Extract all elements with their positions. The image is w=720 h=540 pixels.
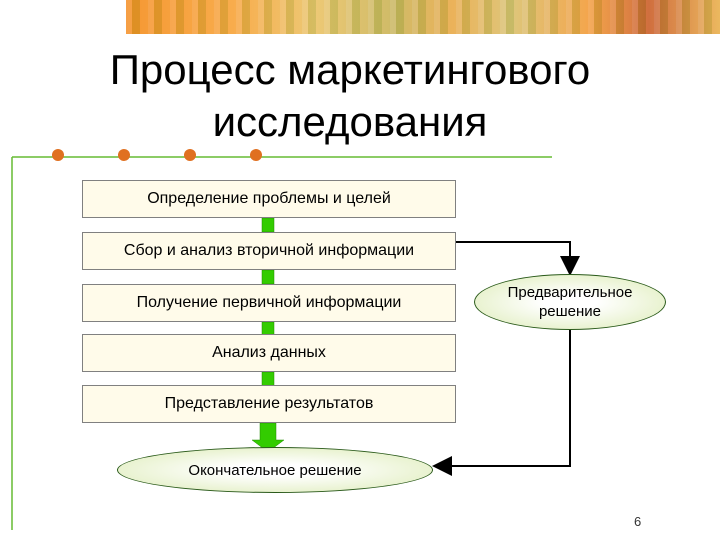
step-connector bbox=[261, 371, 275, 387]
decorative-dot bbox=[184, 149, 196, 161]
step-box-3: Получение первичной информации bbox=[82, 284, 456, 322]
page-number: 6 bbox=[634, 514, 642, 529]
title-line-1: Процесс маркетингового bbox=[109, 46, 591, 93]
decorative-dot bbox=[52, 149, 64, 161]
step-label: Получение первичной информации bbox=[136, 294, 402, 311]
step-label: Анализ данных bbox=[212, 344, 326, 361]
final-arrow bbox=[251, 422, 285, 453]
step-box-1: Определение проблемы и целей bbox=[82, 180, 456, 218]
title-line-2: исследования bbox=[212, 98, 488, 145]
branch-arrow-to-final bbox=[432, 325, 571, 476]
step-label: Сбор и анализ вторичной информации bbox=[123, 242, 415, 259]
decorative-dot bbox=[250, 149, 262, 161]
step-box-4: Анализ данных bbox=[82, 334, 456, 372]
step-connector bbox=[261, 269, 275, 285]
final-decision-label: Окончательное решение bbox=[188, 461, 362, 479]
step-label: Определение проблемы и целей bbox=[147, 190, 391, 207]
page-title: Процесс маркетингового исследования bbox=[60, 44, 640, 148]
step-connector bbox=[261, 217, 275, 233]
step-box-2: Сбор и анализ вторичной информации bbox=[82, 232, 456, 270]
branch-arrow-to-preliminary bbox=[456, 241, 580, 276]
preliminary-decision-ellipse: Предварительное решение bbox=[474, 274, 666, 330]
final-decision-ellipse: Окончательное решение bbox=[117, 447, 433, 493]
step-box-5: Представление результатов bbox=[82, 385, 456, 423]
decorative-banner bbox=[126, 0, 720, 34]
step-label: Представление результатов bbox=[164, 395, 374, 412]
preliminary-decision-label: Предварительное решение bbox=[507, 284, 633, 320]
decorative-dot bbox=[118, 149, 130, 161]
